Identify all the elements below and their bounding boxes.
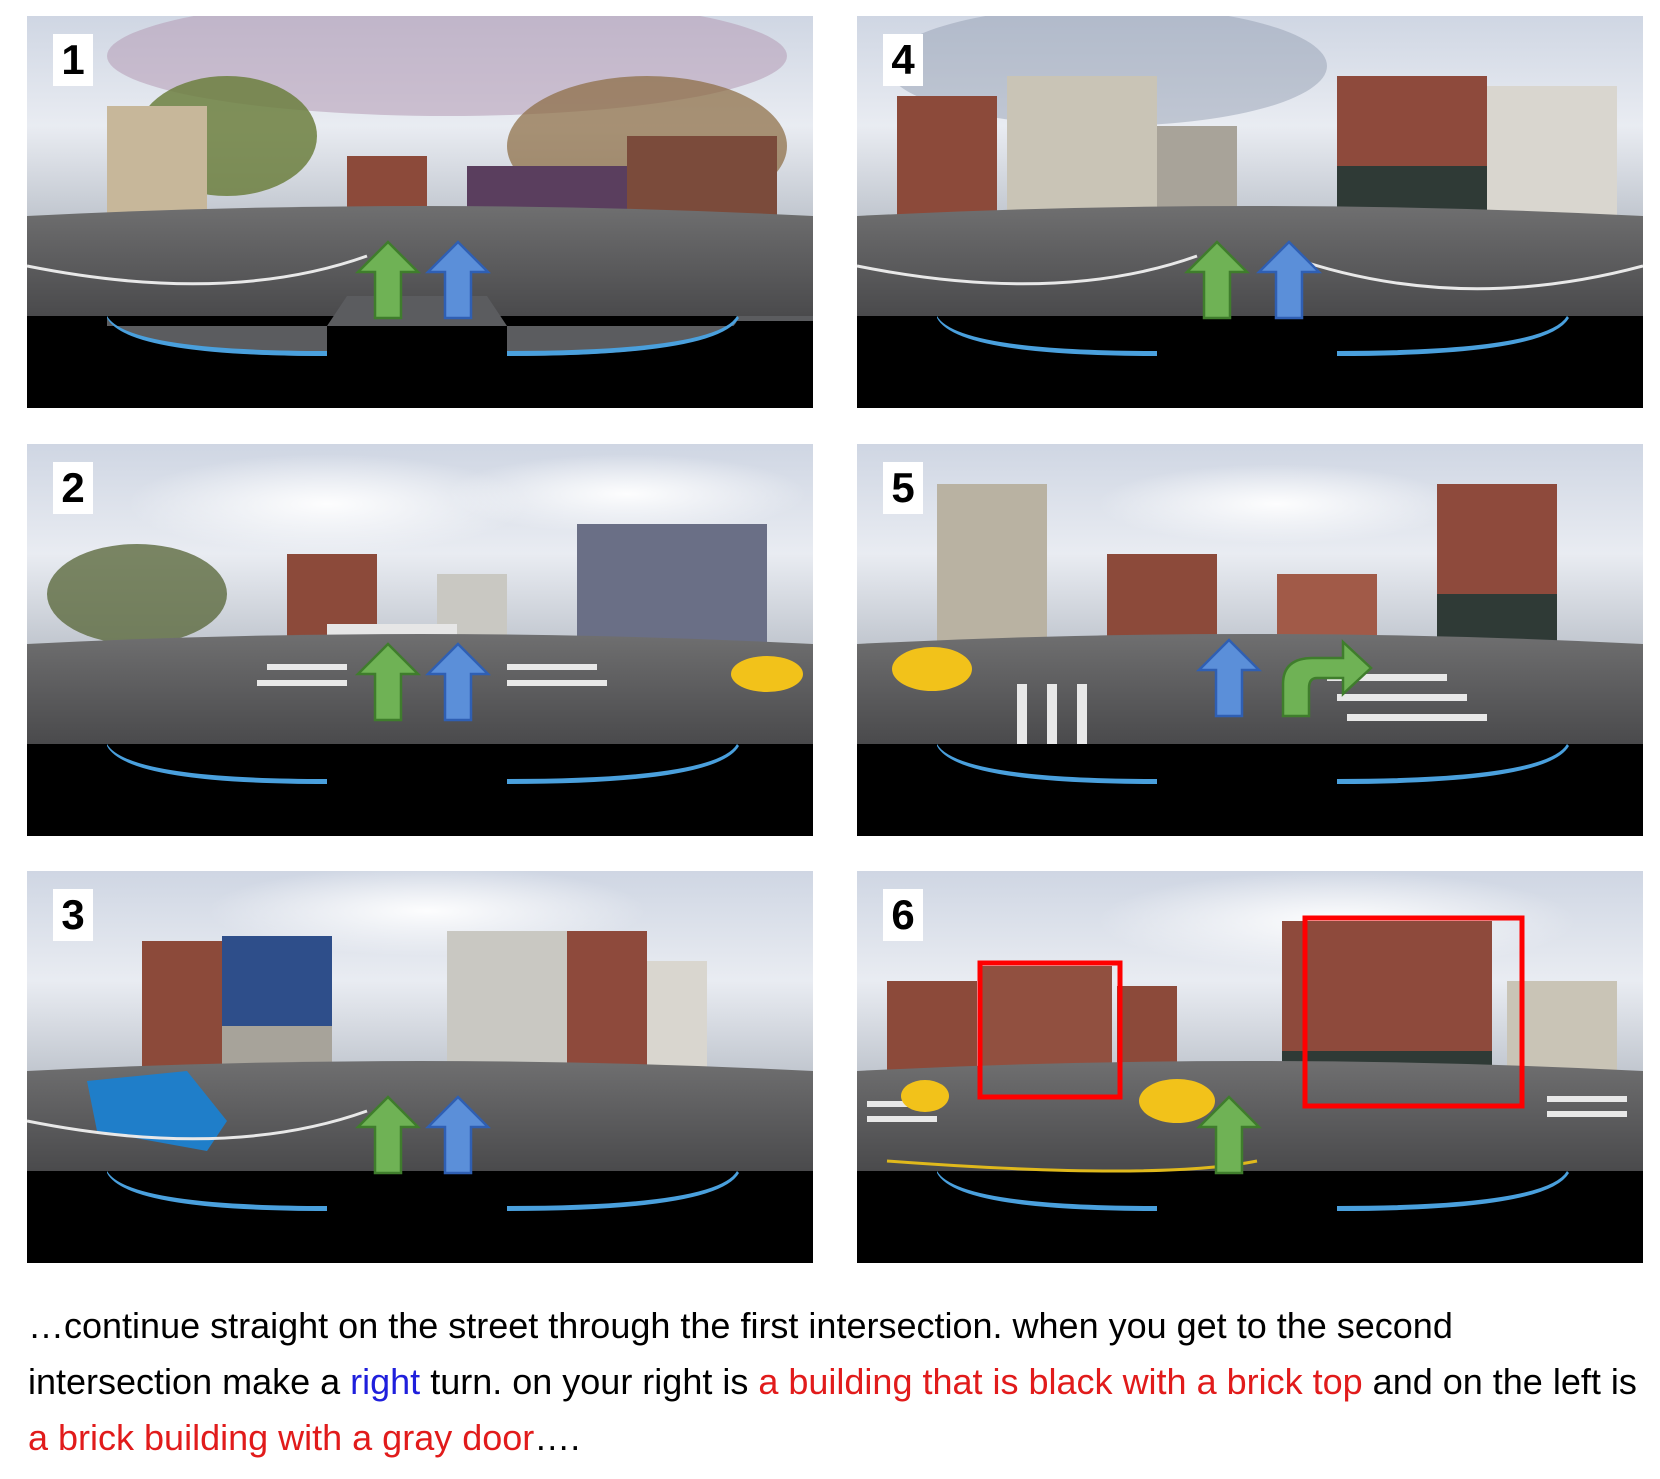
caption-landmark-highlight: a building that is black with a brick to… bbox=[758, 1361, 1363, 1402]
panel-number: 3 bbox=[53, 889, 93, 941]
street-scene bbox=[27, 444, 813, 836]
blue-arrow-up-icon bbox=[424, 642, 492, 722]
blue-arrow-up-icon bbox=[1195, 638, 1263, 718]
caption-direction-highlight: right bbox=[350, 1361, 421, 1402]
street-scene bbox=[857, 444, 1643, 836]
direction-arrows bbox=[354, 642, 492, 722]
direction-arrows bbox=[354, 240, 492, 320]
navigation-instruction-caption: …continue straight on the street through… bbox=[28, 1298, 1638, 1466]
panorama-panel-6: 6 bbox=[857, 871, 1643, 1263]
blue-arrow-up-icon bbox=[424, 240, 492, 320]
panorama-panel-5: 5 bbox=[857, 444, 1643, 836]
panel-number: 6 bbox=[883, 889, 923, 941]
annotation-overlay bbox=[977, 915, 1525, 1175]
green-arrow-up-icon bbox=[1183, 240, 1251, 320]
direction-arrows bbox=[354, 1095, 492, 1175]
green-arrow-turn-right-icon bbox=[1281, 639, 1373, 718]
caption-text: …. bbox=[534, 1417, 581, 1458]
street-scene bbox=[857, 16, 1643, 408]
green-arrow-up-icon bbox=[1195, 1095, 1263, 1175]
highlight-box-left-building bbox=[977, 960, 1123, 1100]
panel-number: 2 bbox=[53, 462, 93, 514]
panorama-panel-1: 1 bbox=[27, 16, 813, 408]
caption-text: turn. on your right is bbox=[420, 1361, 759, 1402]
street-scene bbox=[27, 16, 813, 408]
panorama-panel-2: 2 bbox=[27, 444, 813, 836]
panel-number: 1 bbox=[53, 34, 93, 86]
panorama-panel-3: 3 bbox=[27, 871, 813, 1263]
street-scene bbox=[27, 871, 813, 1263]
street-scene bbox=[857, 871, 1643, 1263]
green-arrow-up-icon bbox=[354, 240, 422, 320]
caption-landmark-highlight: a brick building with a gray door bbox=[28, 1417, 535, 1458]
panel-number: 4 bbox=[883, 34, 923, 86]
direction-arrows bbox=[1195, 638, 1373, 718]
green-arrow-up-icon bbox=[354, 1095, 422, 1175]
green-arrow-up-icon bbox=[354, 642, 422, 722]
blue-arrow-up-icon bbox=[424, 1095, 492, 1175]
panel-number: 5 bbox=[883, 462, 923, 514]
caption-text: …continue straight on the street through… bbox=[28, 1305, 1453, 1402]
panorama-panel-4: 4 bbox=[857, 16, 1643, 408]
blue-arrow-up-icon bbox=[1255, 240, 1323, 320]
caption-text: and on the left is bbox=[1362, 1361, 1637, 1402]
direction-arrows bbox=[1183, 240, 1323, 320]
highlight-box-right-building bbox=[1302, 915, 1525, 1109]
